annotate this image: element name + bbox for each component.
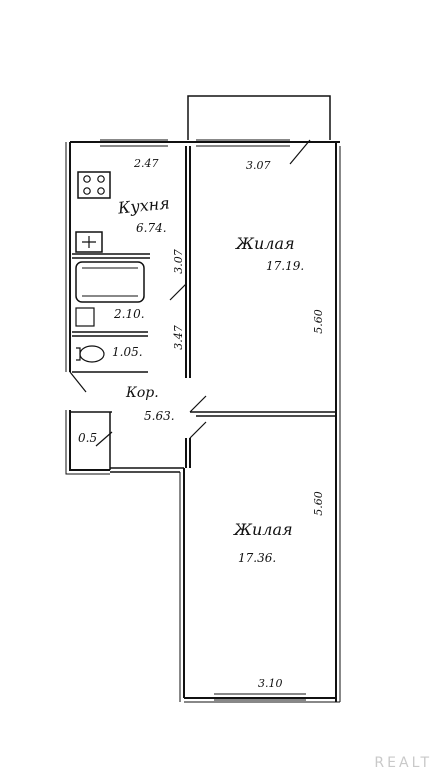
watermark: REALT [374, 755, 432, 771]
door-kitchen [169, 283, 187, 301]
window-kitchen [100, 139, 168, 147]
dim-living1-top: 3.07 [246, 159, 271, 172]
door-living1-corridor [189, 395, 207, 413]
dim-kitchen-side: 3.07 [171, 249, 185, 274]
wall-corridor-living2 [185, 438, 191, 468]
wall-kitchen-bath [72, 253, 150, 259]
outer-wall-left-mid [69, 410, 110, 471]
stove [77, 171, 111, 199]
living2-label: Жилая [234, 520, 293, 539]
dim-living2-right: 5.60 [311, 491, 325, 516]
door-closet [95, 431, 113, 447]
closet-area: 0.5 [78, 431, 98, 445]
wall-closet [70, 411, 112, 470]
kitchen-area: 6.74. [136, 221, 167, 235]
bath-area: 2.10. [114, 307, 145, 321]
wall-living1-living2 [190, 411, 336, 417]
corridor-area: 5.63. [144, 409, 175, 423]
dim-living1-right: 5.60 [311, 309, 325, 334]
living2-area: 17.36. [238, 551, 277, 565]
wall-kitchen-living [185, 146, 191, 378]
dim-living2-bottom: 3.10 [258, 677, 283, 690]
kitchen-sink [75, 231, 103, 253]
wc-area: 1.05. [112, 345, 143, 359]
wall-bath-wc [72, 331, 148, 337]
bathtub [75, 261, 145, 303]
door-entry [69, 371, 87, 393]
living1-area: 17.19. [266, 259, 305, 273]
window-living2 [214, 693, 306, 701]
dim-kitchen-top: 2.47 [134, 157, 159, 170]
living1-label: Жилая [236, 234, 295, 253]
washbasin [75, 307, 95, 327]
balcony [187, 95, 331, 140]
door-living2 [189, 421, 207, 439]
dim-bath-side: 3.47 [171, 325, 185, 350]
corridor-label: Кор. [126, 385, 159, 401]
toilet [79, 345, 105, 363]
door-living1 [289, 139, 311, 165]
window-living1 [196, 139, 290, 147]
